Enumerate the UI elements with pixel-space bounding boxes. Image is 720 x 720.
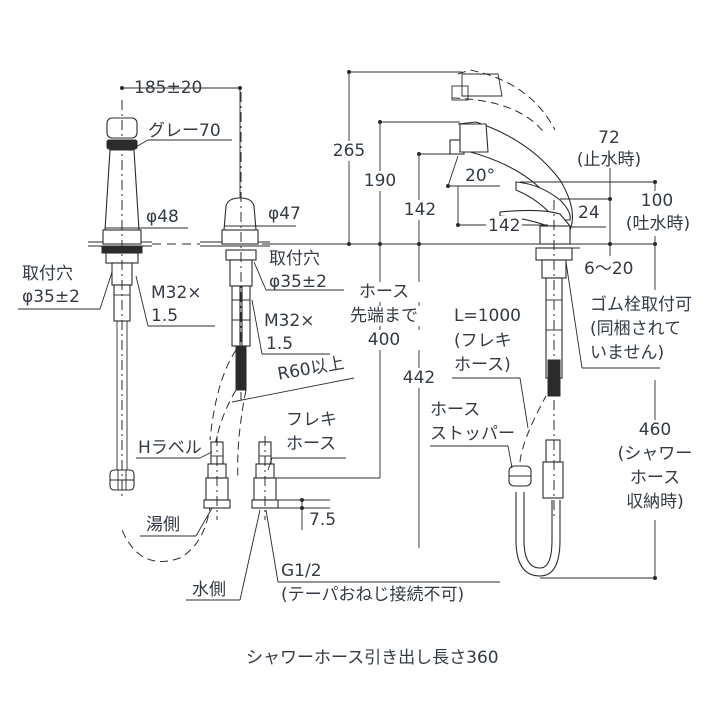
- dimension-72-note: (止水時): [576, 150, 642, 170]
- hose-stopper-label-1: ホース: [430, 400, 481, 420]
- spacing-dimension: 185±20: [134, 78, 203, 98]
- phi47-label: φ47: [268, 204, 301, 224]
- cold-handle-drawing: [221, 92, 259, 400]
- dimension-190: 190: [354, 171, 406, 191]
- angle-label: 20°: [465, 166, 496, 186]
- dimension-7-5: 7.5: [309, 510, 337, 530]
- hose-tip-label-2: 先端まで: [344, 306, 424, 326]
- dimension-460: 460: [616, 420, 694, 440]
- dimension-72: 72: [598, 128, 620, 148]
- phi48-label: φ48: [146, 207, 179, 227]
- dimension-460-note-3: 収納時): [612, 492, 698, 512]
- thread-mid-label-2: 1.5: [266, 334, 294, 354]
- dimension-100-note: (吐水時): [618, 214, 698, 234]
- caption: シャワーホース引き出し長さ360: [246, 648, 499, 668]
- hot-handle-drawing: [101, 100, 143, 500]
- handle-color-label: グレー70: [148, 121, 221, 141]
- h-label-text: Hラベル: [138, 438, 202, 458]
- thread-mid-label-1: M32×: [264, 311, 315, 331]
- dimension-100: 100: [620, 191, 694, 211]
- hose-length-label-3: ホース): [454, 355, 511, 375]
- dimension-442: 442: [392, 368, 446, 388]
- mount-hole-left-label-1: 取付穴: [22, 264, 73, 284]
- hose-tip-label-1: ホース: [344, 282, 424, 302]
- rubber-plug-label-3: いません): [590, 343, 665, 363]
- rubber-plug-label-2: (同梱されて: [590, 319, 682, 339]
- dimension-142-reach: 142: [486, 216, 523, 236]
- dimension-24: 24: [578, 203, 600, 223]
- deck-thickness-label: 6～20: [584, 259, 634, 279]
- flex-hose-label-2: ホース: [286, 434, 337, 454]
- mount-hole-mid-label-1: 取付穴: [269, 249, 320, 269]
- thread-left-label-2: 1.5: [151, 306, 179, 326]
- spout-drawing: [449, 69, 573, 577]
- leader-lines: [18, 139, 660, 601]
- cold-connector: [251, 436, 279, 520]
- hose-stopper-label-2: ストッパー: [430, 424, 515, 444]
- thread-g-label: G1/2: [281, 561, 322, 581]
- hot-connector: [203, 436, 231, 520]
- hose-length-label-1: L=1000: [454, 306, 521, 326]
- mount-hole-left-label-2: φ35±2: [22, 287, 80, 307]
- dimension-142-vertical: 142: [394, 200, 446, 220]
- flex-hose-label-1: フレキ: [286, 410, 337, 430]
- dimension-460-note-2: ホース: [616, 468, 694, 488]
- dimension-265: 265: [322, 141, 376, 161]
- flex-hose-curves: [121, 349, 247, 562]
- cold-side-label: 水側: [192, 580, 226, 600]
- mount-hole-mid-label-2: φ35±2: [269, 272, 327, 292]
- hose-tip-label-3: 400: [344, 330, 424, 350]
- thread-left-label-1: M32×: [151, 283, 202, 303]
- thread-note-label: (テーパおねじ接続不可): [281, 585, 465, 605]
- hot-side-label: 湯側: [146, 515, 180, 535]
- dimension-460-note-1: (シャワー: [612, 444, 698, 464]
- rubber-plug-label-1: ゴム栓取付可: [590, 295, 692, 315]
- hose-length-label-2: (フレキ: [454, 331, 512, 351]
